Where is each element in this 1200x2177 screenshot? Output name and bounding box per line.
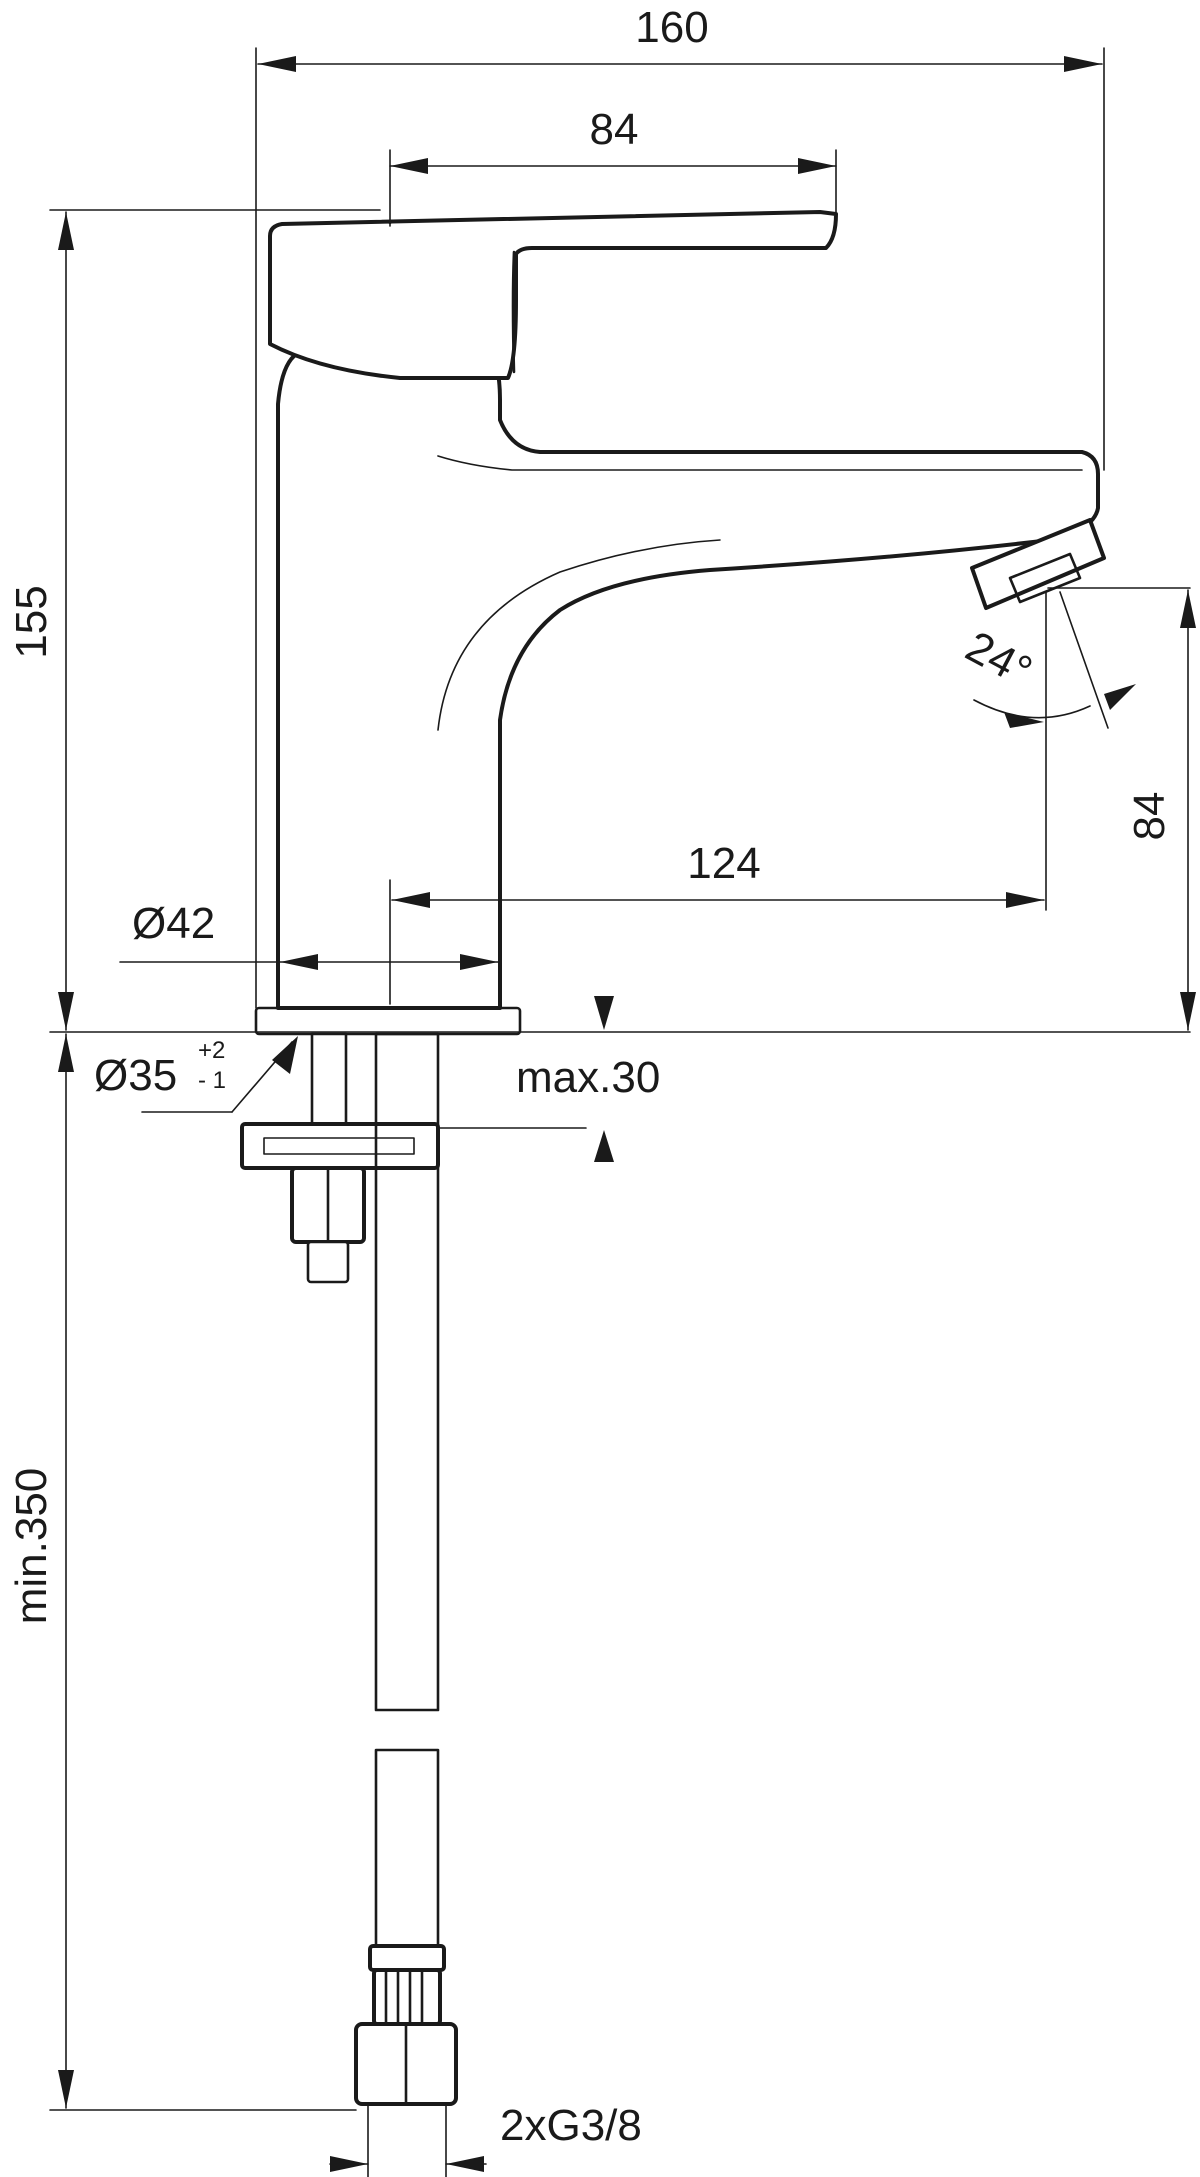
threaded-rod: [310, 1032, 348, 1126]
lever-handle: [268, 210, 838, 380]
dim-connection: 2xG3/8: [500, 2101, 642, 2150]
dim-hose-length: min.350: [7, 1468, 56, 1625]
extension-lines: [49, 47, 1191, 2177]
dimension-lines: [58, 56, 1196, 2172]
dim-hole-tol-lower: - 1: [198, 1067, 226, 1094]
dim-overall-width: 160: [635, 3, 708, 52]
dim-body-diameter: Ø42: [132, 899, 215, 948]
connection-nut: [354, 2022, 458, 2106]
hose-upper: [374, 1032, 440, 1712]
spout-highlight: [437, 455, 1083, 471]
hose-fitting: [372, 1968, 442, 2026]
dim-outlet-angle: 24°: [958, 622, 1040, 697]
mounting-assembly: [240, 1032, 440, 1284]
base-plate: [254, 1006, 522, 1036]
dim-overall-height: 155: [7, 585, 56, 658]
rod-end: [306, 1240, 350, 1284]
spout-curve-line: [437, 539, 721, 731]
dim-hole-diameter: Ø35: [94, 1051, 177, 1100]
dim-spout-height: 84: [1125, 792, 1174, 841]
dim-spout-reach: 124: [687, 839, 760, 888]
flex-hose: [354, 1032, 458, 2106]
dim-lever-reach: 84: [590, 105, 639, 154]
dim-deck-thickness: max.30: [516, 1053, 660, 1102]
mounting-bracket: [240, 1122, 440, 1170]
aerator: [970, 518, 1106, 610]
faucet-body: [254, 210, 1106, 1036]
spout-outline: [276, 350, 1100, 1010]
hose-ferrule: [368, 1944, 446, 1972]
hose-lower: [374, 1748, 440, 1948]
dimension-labels: 160 84 155 84 124 Ø42 Ø35 +2 - 1 max.30 …: [7, 3, 1174, 2150]
dim-hole-tol-upper: +2: [198, 1037, 225, 1064]
